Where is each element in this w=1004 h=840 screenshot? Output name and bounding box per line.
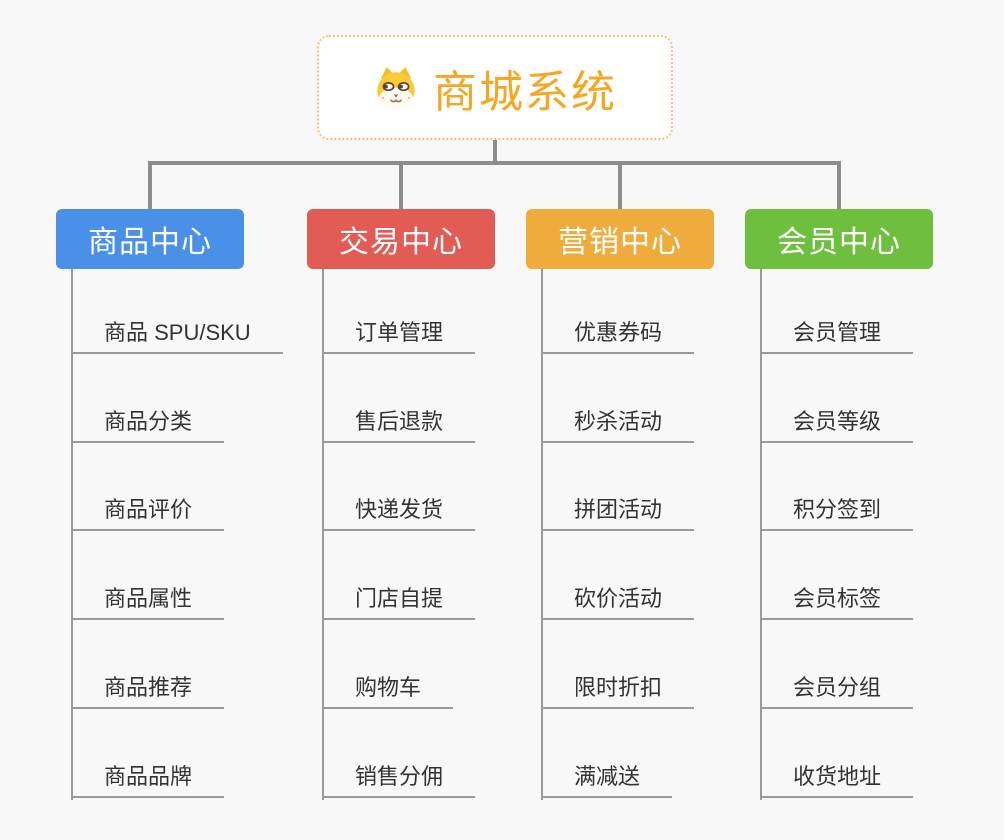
dog-icon — [377, 66, 415, 110]
leaf-node-label: 会员分组 — [793, 675, 882, 700]
leaf-node-label: 会员等级 — [793, 409, 882, 434]
leaf-node[interactable]: 商品品牌 — [71, 760, 225, 798]
leaf-node[interactable]: 订单管理 — [322, 316, 476, 354]
leaf-node-label: 商品品牌 — [104, 764, 193, 789]
leaf-node[interactable]: 会员分组 — [760, 671, 914, 709]
leaf-node[interactable]: 限时折扣 — [541, 671, 695, 709]
branch-node-label: 商品中心 — [88, 226, 212, 259]
leaf-node-label: 收货地址 — [793, 764, 882, 789]
leaf-node-label: 商品分类 — [104, 409, 193, 434]
leaf-node-label: 购物车 — [355, 675, 422, 700]
leaf-node-label: 门店自提 — [355, 586, 444, 611]
leaf-node[interactable]: 秒杀活动 — [541, 405, 695, 443]
leaf-node[interactable]: 售后退款 — [322, 405, 476, 443]
leaf-node[interactable]: 积分签到 — [760, 493, 914, 531]
leaf-node-label: 商品属性 — [104, 586, 193, 611]
leaf-node[interactable]: 砍价活动 — [541, 582, 695, 620]
leaf-node[interactable]: 商品分类 — [71, 405, 225, 443]
leaf-node-label: 销售分佣 — [355, 764, 444, 789]
leaf-node[interactable]: 商品 SPU/SKU — [71, 316, 283, 354]
child-connector-line — [322, 269, 324, 800]
child-connector-line — [760, 269, 762, 800]
branch-connector-stub — [618, 161, 622, 211]
leaf-node[interactable]: 优惠券码 — [541, 316, 695, 354]
child-connector-line — [541, 269, 543, 800]
branch-connector-stub — [399, 161, 403, 211]
leaf-node[interactable]: 商品推荐 — [71, 671, 225, 709]
root-node-label: 商城系统 — [433, 67, 617, 117]
leaf-node-label: 砍价活动 — [574, 586, 663, 611]
leaf-node-label: 商品 SPU/SKU — [104, 320, 251, 345]
branch-node-label: 交易中心 — [339, 226, 463, 259]
leaf-node-label: 会员管理 — [793, 320, 882, 345]
leaf-node[interactable]: 满减送 — [541, 760, 673, 798]
child-connector-line — [71, 269, 73, 800]
root-connector-stub — [493, 140, 497, 165]
branch-node[interactable]: 会员中心 — [745, 209, 933, 269]
leaf-node[interactable]: 快递发货 — [322, 493, 476, 531]
branch-connector-stub — [148, 161, 152, 211]
leaf-node[interactable]: 收货地址 — [760, 760, 914, 798]
branch-connector-stub — [837, 161, 841, 211]
leaf-node-label: 积分签到 — [793, 497, 882, 522]
leaf-node-label: 拼团活动 — [574, 497, 663, 522]
leaf-node-label: 限时折扣 — [574, 675, 663, 700]
leaf-node[interactable]: 购物车 — [322, 671, 454, 709]
leaf-node-label: 售后退款 — [355, 409, 444, 434]
branch-node-label: 会员中心 — [777, 226, 901, 259]
leaf-node-label: 会员标签 — [793, 586, 882, 611]
leaf-node[interactable]: 拼团活动 — [541, 493, 695, 531]
leaf-node-label: 订单管理 — [355, 320, 444, 345]
root-node[interactable]: 商城系统 — [317, 35, 673, 140]
branch-node[interactable]: 交易中心 — [307, 209, 495, 269]
leaf-node[interactable]: 会员管理 — [760, 316, 914, 354]
leaf-node[interactable]: 会员标签 — [760, 582, 914, 620]
leaf-node[interactable]: 商品评价 — [71, 493, 225, 531]
leaf-node[interactable]: 门店自提 — [322, 582, 476, 620]
leaf-node[interactable]: 会员等级 — [760, 405, 914, 443]
leaf-node-label: 秒杀活动 — [574, 409, 663, 434]
leaf-node-label: 商品评价 — [104, 497, 193, 522]
leaf-node-label: 满减送 — [574, 764, 641, 789]
branch-connector-rail — [148, 161, 841, 165]
branch-node[interactable]: 商品中心 — [56, 209, 244, 269]
leaf-node-label: 商品推荐 — [104, 675, 193, 700]
leaf-node[interactable]: 销售分佣 — [322, 760, 476, 798]
leaf-node-label: 快递发货 — [355, 497, 444, 522]
leaf-node[interactable]: 商品属性 — [71, 582, 225, 620]
branch-node[interactable]: 营销中心 — [526, 209, 714, 269]
branch-node-label: 营销中心 — [558, 226, 682, 259]
leaf-node-label: 优惠券码 — [574, 320, 663, 345]
